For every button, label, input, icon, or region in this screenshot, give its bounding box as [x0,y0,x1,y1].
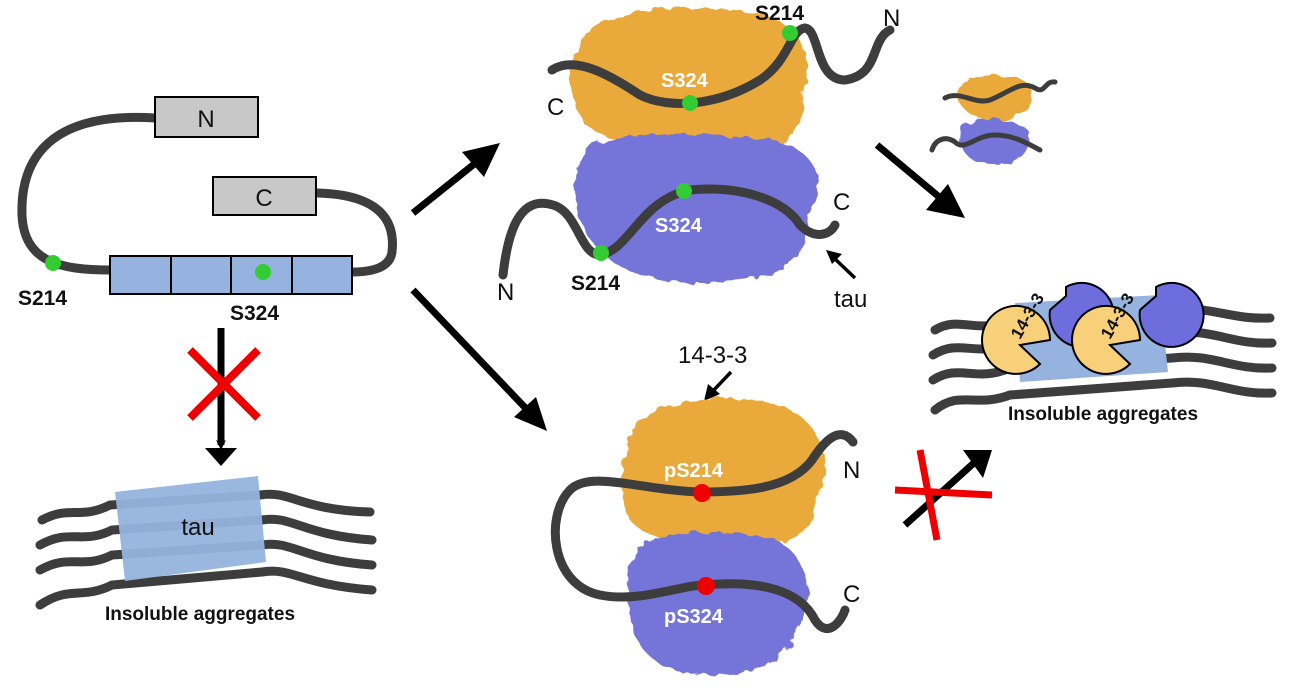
phospho-site-lower [697,577,715,595]
site-label-s214: S214 [18,287,67,310]
top-complex: S214 S324 N C S324 S214 N C tau [497,2,900,313]
upper-site-top: S214 [755,2,804,25]
n-box-label: N [197,106,214,133]
n-end-label: N [843,457,860,484]
aggregate-caption-right: Insoluble aggregates [1008,404,1198,425]
left-aggregate: tau Insoluble aggregates [35,476,377,625]
bottom-complex: 14-3-3 pS214 pS324 N C [550,342,860,676]
phospho-site-upper [693,484,711,502]
aggregate-caption: Insoluble aggregates [105,604,295,625]
fibril-core [115,476,266,581]
block-cross [916,449,941,541]
right-aggregate: 14-3-3 14-3-3 Insoluble aggregates [928,282,1277,425]
c-terminal-box [212,176,317,216]
site-upper-label: pS214 [664,460,724,482]
tau-pointer: tau [834,286,867,313]
site-lower-label: pS324 [664,606,724,628]
block-cross [187,347,261,421]
c-box-label: C [255,185,272,212]
fibril-label: tau [181,514,214,541]
repeat-domain [109,255,353,295]
site-label-s324: S324 [230,302,279,325]
lower-n: N [497,279,514,306]
gold-protein [570,7,807,151]
lower-site-bottom: S214 [571,272,620,295]
c-end-label: C [843,581,860,608]
site-dot-s214 [45,255,61,271]
pointer-label-14-3-3: 14-3-3 [678,342,747,369]
tau-chain [17,112,160,275]
gold-protein [621,398,825,547]
upper-n: N [883,5,900,32]
upper-site-mid: S324 [661,70,709,92]
lower-site-mid: S324 [655,215,703,237]
blue-protein [574,134,820,283]
tau-chain [313,188,397,277]
blocked-arrow-down [187,328,261,466]
pathway-arrows [410,142,965,431]
upper-c: C [547,94,564,121]
lower-c: C [833,189,850,216]
block-cross [894,486,993,499]
site-dot-s324 [255,264,271,280]
blue-protein [628,532,808,676]
mini-complex [929,75,1058,165]
blocked-arrow-diagonal [894,449,993,541]
n-terminal-box [154,96,259,138]
free-tau-schematic: N C S214 S324 [17,96,397,325]
